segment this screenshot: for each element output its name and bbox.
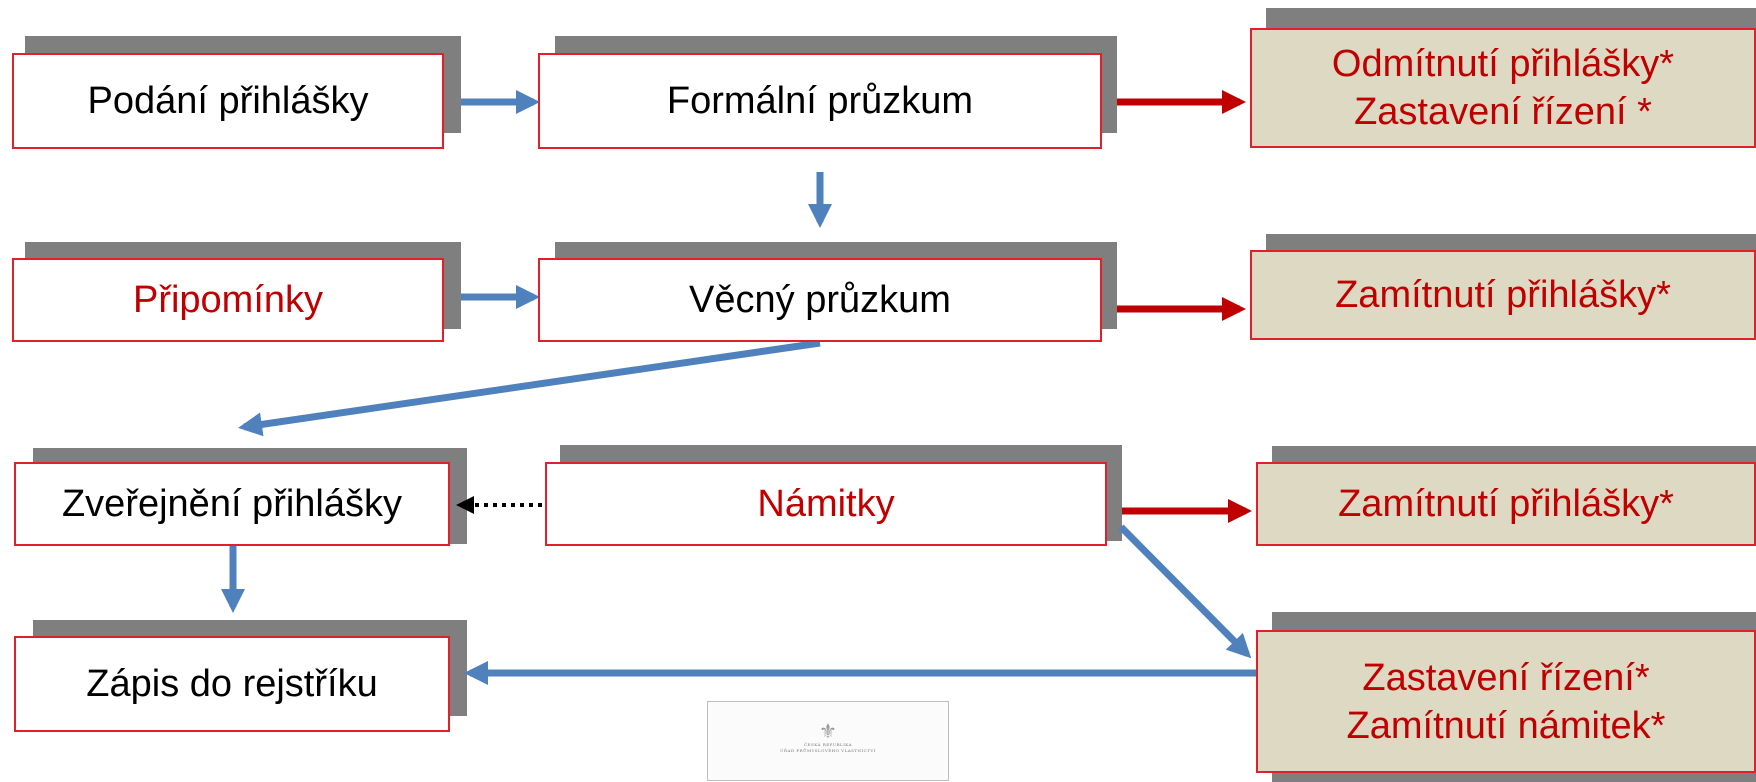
registration-label: Zápis do rejstříku	[86, 663, 378, 705]
objections-end-box: Zastavení řízení* Zamítnutí námitek*	[1256, 630, 1756, 773]
filing-label: Podání přihlášky	[87, 80, 369, 122]
substantive-exam-label: Věcný průzkum	[689, 279, 951, 321]
objections-outcome-label: Zamítnutí přihlášky*	[1338, 483, 1674, 525]
publication-label: Zveřejnění přihlášky	[61, 483, 403, 525]
filing-box: Podání přihlášky	[12, 53, 444, 149]
coat-of-arms-icon: ⚜	[819, 719, 837, 743]
publication-box: Zveřejnění přihlášky	[14, 462, 450, 546]
formal-exam-box: Formální průzkum	[538, 53, 1102, 149]
formal-exam-label: Formální průzkum	[666, 80, 974, 122]
objections-end-line-1: Zastavení řízení*	[1362, 656, 1650, 699]
objections-box: Námitky	[545, 462, 1107, 546]
office-document-logo: ⚜ ČESKÁ REPUBLIKA ÚŘAD PRŮMYSLOVÉHO VLAS…	[707, 701, 949, 781]
objections-end-line-2: Zamítnutí námitek*	[1346, 704, 1666, 747]
logo-line-1: ČESKÁ REPUBLIKA	[803, 742, 853, 747]
substantive-outcome-box: Zamítnutí přihlášky*	[1250, 250, 1756, 340]
comments-label: Připomínky	[132, 279, 324, 321]
objections-outcome-box: Zamítnutí přihlášky*	[1256, 462, 1756, 546]
substantive-exam-box: Věcný průzkum	[538, 258, 1102, 342]
arrow-substantive-to-publication	[238, 339, 821, 437]
formal-outcome-box: Odmítnutí přihlášky* Zastavení řízení *	[1250, 28, 1756, 148]
registration-box: Zápis do rejstříku	[14, 636, 450, 732]
arrow-objections-to-end	[1118, 524, 1252, 659]
comments-box: Připomínky	[12, 258, 444, 342]
logo-line-2: ÚŘAD PRŮMYSLOVÉHO VLASTNICTVÍ	[780, 748, 876, 753]
objections-label: Námitky	[757, 483, 895, 525]
formal-outcome-line-1: Odmítnutí přihlášky*	[1331, 43, 1675, 85]
substantive-outcome-label: Zamítnutí přihlášky*	[1335, 274, 1671, 316]
formal-outcome-line-2: Zastavení řízení *	[1354, 91, 1652, 133]
